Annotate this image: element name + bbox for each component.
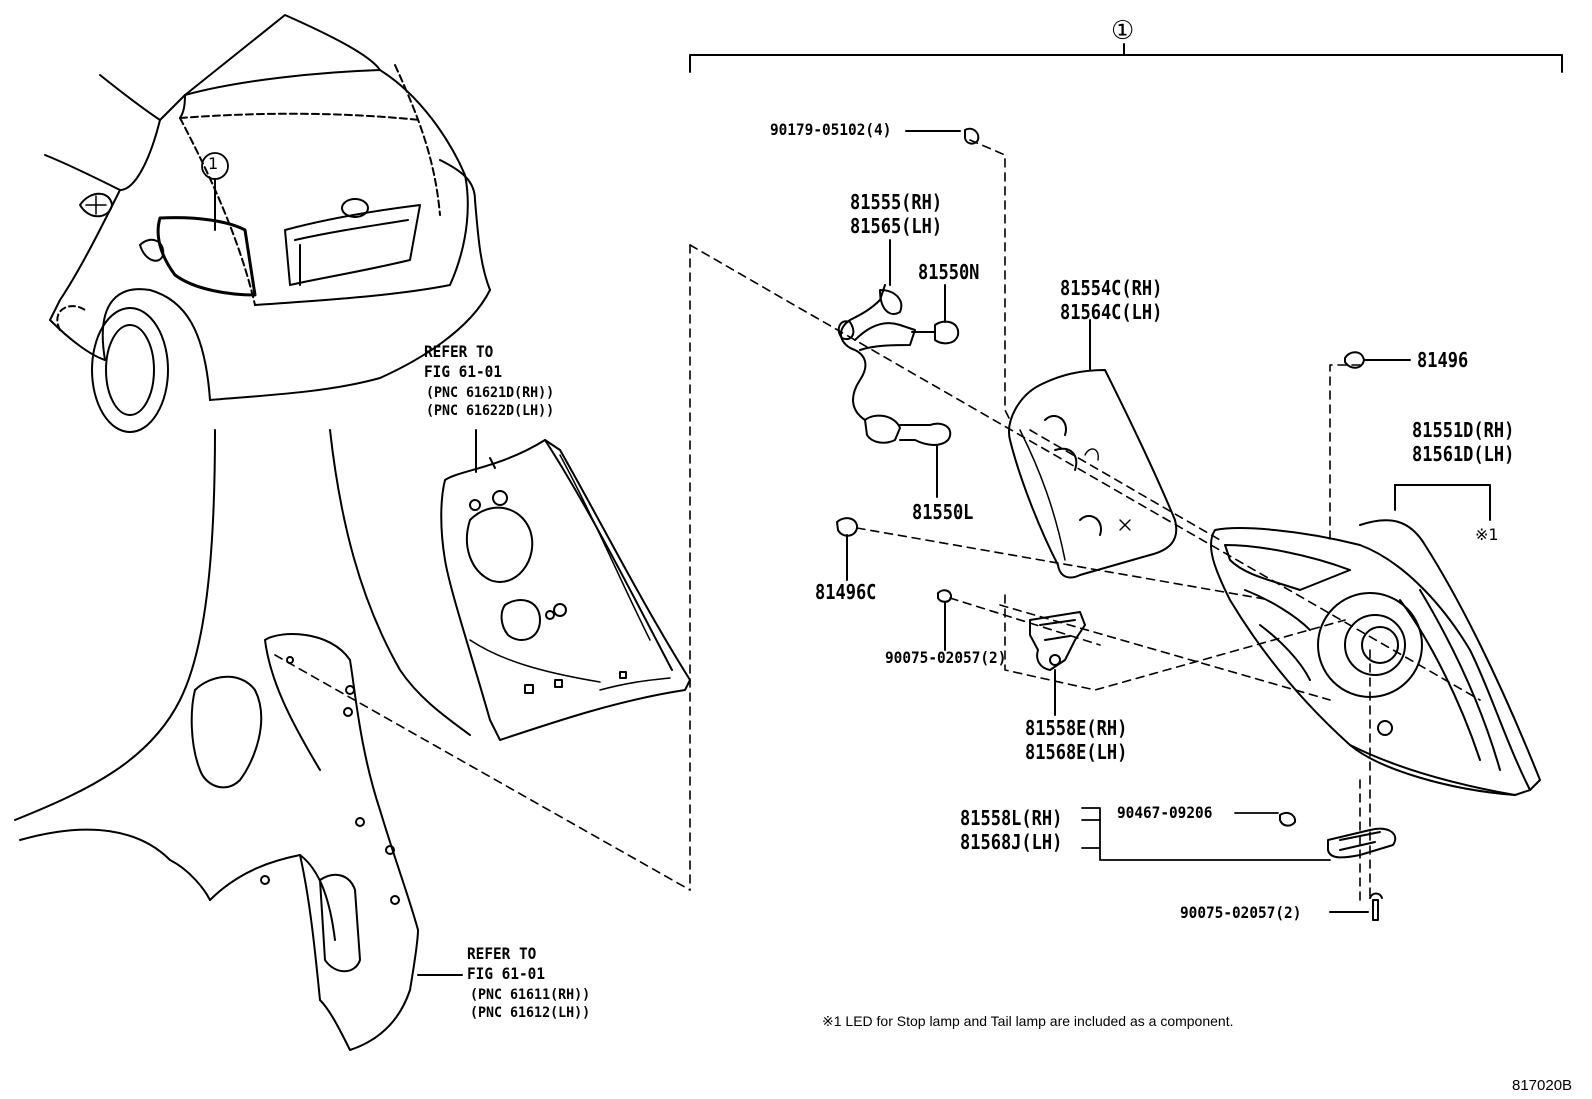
label-81568e-lh: 81568E(LH) <box>1025 740 1128 764</box>
inner-quarter-panel <box>440 429 691 741</box>
screw-90179 <box>905 127 980 145</box>
refer-lower-line3: (PNC 61611(RH)) <box>470 987 591 1003</box>
refer-upper-line1: REFER TO <box>424 342 494 361</box>
label-90179-05102: 90179-05102(4) <box>770 120 892 139</box>
bracket-81558l <box>1279 812 1397 859</box>
clip-81496c <box>836 517 859 581</box>
refer-lower-line2: FIG 61-01 <box>467 964 546 983</box>
outer-quarter-panel <box>14 429 471 1051</box>
label-81564c-lh: 81564C(LH) <box>1060 300 1163 324</box>
screw-90075-a <box>937 589 953 651</box>
leader-lines <box>1081 807 1331 861</box>
bracket-81558e <box>1029 611 1086 716</box>
clip-81496 <box>1344 351 1411 369</box>
diagram-code: 817020B <box>1512 1077 1573 1094</box>
label-81568j-lh: 81568J(LH) <box>960 830 1063 854</box>
label-81496: 81496 <box>1417 348 1469 372</box>
car-rear-view <box>44 14 491 433</box>
refer-upper-line2: FIG 61-01 <box>424 362 503 381</box>
label-81496c: 81496C <box>815 580 877 604</box>
screw-90075-b <box>1329 892 1383 921</box>
refer-upper-line4: (PNC 61622D(LH)) <box>426 403 555 419</box>
label-90075-02057-a: 90075-02057(2) <box>885 648 1007 667</box>
tail-lamp-assembly <box>1210 484 1541 796</box>
dashed-guides <box>274 139 1481 906</box>
harness-socket <box>837 239 960 498</box>
label-90075-02057-b: 90075-02057(2) <box>1180 903 1302 922</box>
label-81550l: 81550L <box>912 500 974 524</box>
label-81565-lh: 81565(LH) <box>850 214 943 238</box>
housing-cover <box>1008 319 1178 579</box>
assembly-callout: ① <box>1111 16 1135 46</box>
assembly-bracket <box>689 43 1563 73</box>
label-81551d-rh: 81551D(RH) <box>1412 418 1515 442</box>
label-81554c-rh: 81554C(RH) <box>1060 276 1163 300</box>
label-81555-rh: 81555(RH) <box>850 190 943 214</box>
refer-lower-line4: (PNC 61612(LH)) <box>470 1005 591 1021</box>
note-marker: ※1 <box>1475 525 1499 544</box>
refer-lower-line1: REFER TO <box>467 944 537 963</box>
label-81558e-rh: 81558E(RH) <box>1025 716 1128 740</box>
refer-upper-line3: (PNC 61621D(RH)) <box>426 385 555 401</box>
label-90467-09206: 90467-09206 <box>1117 803 1213 822</box>
label-81561d-lh: 81561D(LH) <box>1412 442 1515 466</box>
cover-outline-detail <box>1084 448 1131 531</box>
label-81558l-rh: 81558L(RH) <box>960 806 1063 830</box>
footnote: ※1 LED for Stop lamp and Tail lamp are i… <box>822 1013 1234 1029</box>
label-81550n: 81550N <box>918 260 980 284</box>
car-callout: 1 <box>208 154 219 173</box>
